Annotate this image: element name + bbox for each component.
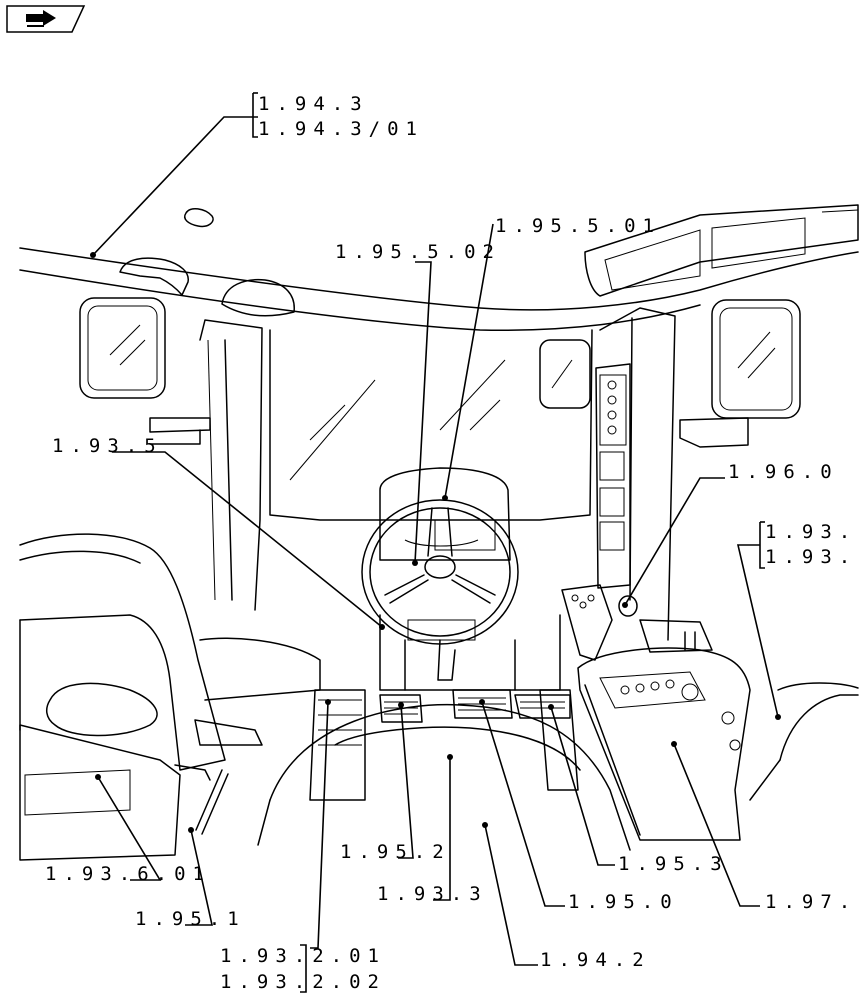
callout-label: 1.93.6.01	[45, 863, 211, 885]
callout-label: 1.95.5.02	[335, 241, 501, 263]
next-page-arrow-icon	[6, 5, 86, 33]
cab-structure	[19, 204, 859, 861]
next-page-button[interactable]	[6, 5, 86, 33]
callout-label: 1.93.5	[52, 435, 163, 457]
callout-label: 1.93.3	[377, 883, 488, 905]
callout-label: 1.96.0	[728, 461, 839, 483]
callout-label: 1.95.0	[568, 891, 679, 913]
callout-label: 1.95.3	[618, 853, 729, 875]
callout-label: 1.93.2.01	[220, 945, 386, 967]
callout-label: 1.97.	[765, 891, 857, 913]
callout-label: 1.94.3/01	[258, 118, 424, 140]
callout-label: 1.94.3	[258, 93, 369, 115]
leader-lines	[90, 92, 781, 993]
callout-label: 1.93.2.02	[220, 971, 386, 993]
callout-label: 1.95.5.01	[495, 215, 661, 237]
callout-label: 1.93.	[765, 521, 857, 543]
callout-label: 1.94.2	[540, 949, 651, 971]
callout-label: 1.93.	[765, 546, 857, 568]
callout-label: 1.95.1	[135, 908, 246, 930]
callout-label: 1.95.2	[340, 841, 451, 863]
callout-labels: 1.94.3 1.94.3/01 1.95.5.01 1.95.5.02 1.9…	[45, 93, 857, 993]
